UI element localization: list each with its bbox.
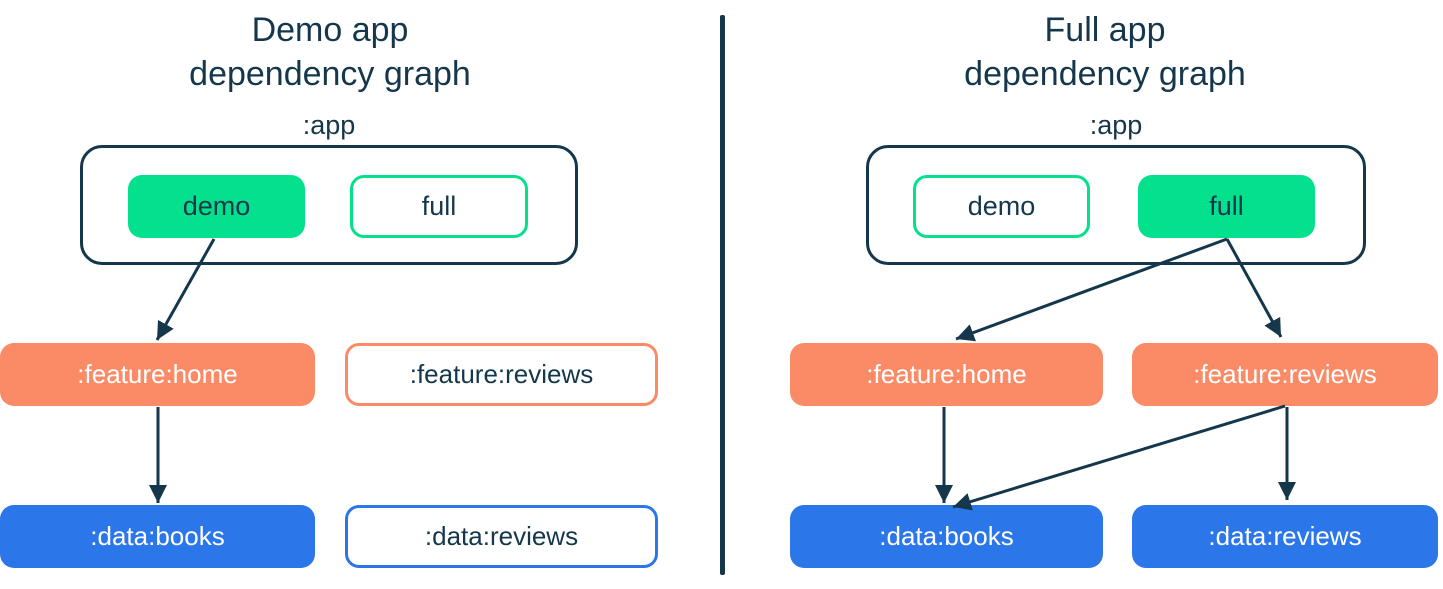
left-node-feature-reviews: :feature:reviews	[345, 343, 658, 406]
right-variant-demo: demo	[913, 175, 1090, 238]
left-variant-full: full	[350, 175, 528, 238]
right-node-data-books-label: :data:books	[879, 521, 1014, 551]
left-node-data-books-label: :data:books	[90, 521, 225, 551]
right-variant-full: full	[1138, 175, 1315, 238]
right-node-feature-reviews-label: :feature:reviews	[1193, 359, 1377, 389]
left-node-feature-reviews-label: :feature:reviews	[409, 359, 594, 389]
right-node-feature-home-label: :feature:home	[866, 359, 1027, 389]
right-variant-demo-label: demo	[967, 191, 1036, 221]
left-node-feature-home-label: :feature:home	[77, 359, 238, 389]
right-app-group-label: :app	[1089, 110, 1143, 140]
left-panel-title: Demo app dependency graph	[189, 11, 471, 93]
left-node-data-reviews: :data:reviews	[345, 505, 658, 568]
left-app-group-label: :app	[302, 110, 356, 140]
right-panel-title: Full app dependency graph	[964, 11, 1246, 93]
right-node-feature-home: :feature:home	[790, 343, 1103, 406]
left-variant-demo-label: demo	[182, 191, 251, 221]
left-variant-full-label: full	[421, 191, 457, 221]
right-node-feature-reviews: :feature:reviews	[1132, 343, 1438, 406]
right-node-data-reviews: :data:reviews	[1132, 505, 1438, 568]
right-variant-full-label: full	[1209, 191, 1244, 221]
left-node-data-books: :data:books	[0, 505, 315, 568]
arrow-right-feature-reviews-to-data-books	[952, 404, 1286, 511]
right-node-data-books: :data:books	[790, 505, 1103, 568]
panel-divider	[720, 15, 725, 575]
right-node-data-reviews-label: :data:reviews	[1208, 521, 1362, 551]
left-node-feature-home: :feature:home	[0, 343, 315, 406]
left-node-data-reviews-label: :data:reviews	[424, 521, 579, 551]
left-app-container	[80, 145, 578, 265]
left-variant-demo: demo	[128, 175, 305, 238]
